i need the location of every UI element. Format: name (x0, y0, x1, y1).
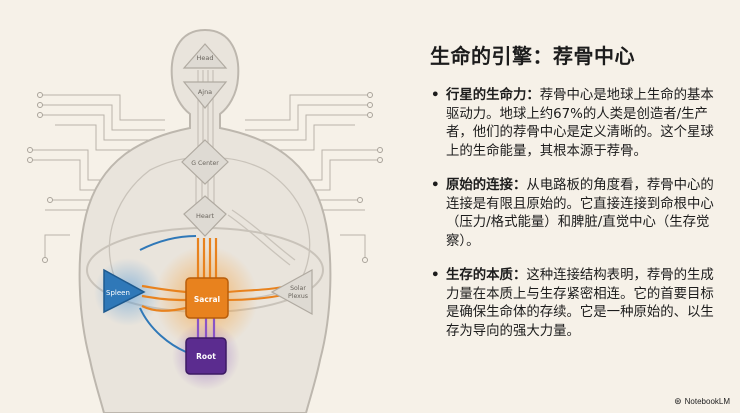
solar-plexus-label-line1: Solar (290, 285, 306, 292)
sacral-label: Sacral (194, 295, 220, 304)
solar-plexus-label-line2: Plexus (288, 293, 308, 300)
sacral-spleen-channel (141, 284, 187, 312)
bullet-heading: 原始的连接： (446, 178, 527, 193)
bullet-item: 原始的连接：从电路板的角度看，荐骨中心的连接是有限且原始的。它直接连接到命根中心… (430, 177, 720, 251)
bullet-heading: 生存的本质： (446, 268, 527, 283)
sacral-center: Sacral (185, 277, 229, 319)
spleen-label: Spleen (106, 289, 130, 297)
g-center: G Center (181, 139, 229, 185)
notebooklm-logo-icon: ⊛ (674, 396, 682, 406)
bullet-item: 行星的生命力：荐骨中心是地球上生命的基本驱动力。地球上约67%的人类是创造者/生… (430, 87, 720, 161)
bullet-heading: 行星的生命力： (446, 88, 540, 103)
brand-watermark: ⊛ NotebookLM (674, 396, 730, 407)
text-panel: 生命的引擎：荐骨中心 行星的生命力：荐骨中心是地球上生命的基本驱动力。地球上约6… (430, 40, 720, 357)
sacral-heart-channel (196, 238, 218, 280)
bullet-item: 生存的本质：这种连接结构表明，荐骨的生成力量在本质上与生存紧密相连。它的首要目标… (430, 267, 720, 341)
spleen-center: Spleen (103, 268, 146, 314)
ajna-center: Ajna (182, 81, 228, 109)
root-label: Root (196, 352, 216, 361)
slide-title: 生命的引擎：荐骨中心 (430, 44, 635, 68)
solar-plexus-center: Solar Plexus (270, 268, 313, 316)
bullet-body: 这种连接结构表明，荐骨的生成力量在本质上与生存紧密相连。它的首要目标是确保生命体… (446, 268, 714, 339)
head-center: Head (182, 43, 228, 69)
circuit-nodes (27, 92, 383, 263)
brand-name: NotebookLM (684, 397, 730, 406)
bodygraph-diagram: Head Ajna G Center Heart Spleen Solar Pl… (27, 28, 383, 413)
heart-center: Heart (183, 195, 227, 237)
root-center: Root (185, 337, 227, 375)
spleen-root-channel (139, 235, 197, 353)
bullet-body: 荐骨中心是地球上生命的基本驱动力。地球上约67%的人类是创造者/生产者，他们的荐… (446, 88, 714, 159)
g-center-label: G Center (191, 160, 219, 167)
bullet-body: 从电路板的角度看，荐骨中心的连接是有限且原始的。它直接连接到命根中心（压力/格式… (446, 178, 714, 249)
bullet-list: 行星的生命力：荐骨中心是地球上生命的基本驱动力。地球上约67%的人类是创造者/生… (430, 87, 720, 341)
head-label: Head (197, 54, 214, 62)
heart-label: Heart (196, 212, 215, 220)
sacral-root-channel (196, 318, 216, 338)
ajna-label: Ajna (198, 88, 212, 96)
